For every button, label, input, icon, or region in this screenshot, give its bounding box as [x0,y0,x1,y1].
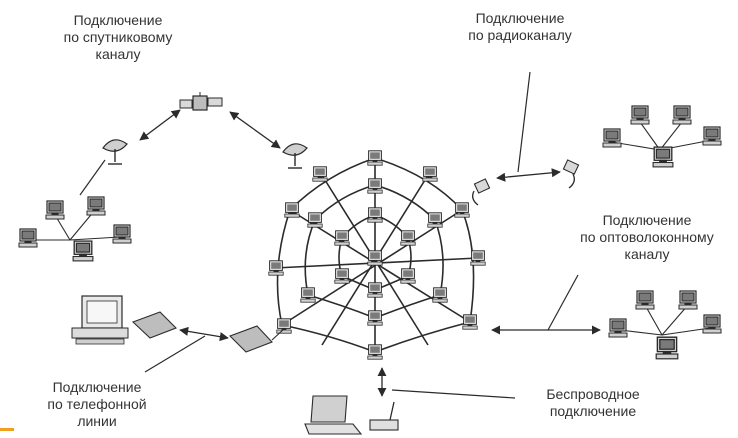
label-radio-connection: Подключение по радиоканалу [440,10,600,44]
computer-icon [630,105,650,125]
computer-icon [18,228,38,248]
link-arrow [391,389,516,399]
computer-icon [655,336,679,360]
computer-icon [45,200,65,220]
lan-cable [69,236,121,241]
satellite-dish-icon [102,139,128,165]
lan-cable [661,304,689,336]
lan-cable [639,121,661,151]
label-line: Подключение [52,379,142,395]
computer-icon [71,295,129,345]
satellite-link [79,92,308,196]
slide-accent-bar [0,428,14,431]
computer-icon [602,128,622,148]
satellite-icon [179,92,223,111]
web-spoke [289,209,471,323]
label-line: каналу [624,246,670,262]
computer-icon [672,105,692,125]
web-nodes [268,150,486,360]
label-wireless-connection: Беспроводное подключение [518,386,668,420]
computer-icon [470,250,486,266]
label-line: по радиоканалу [468,27,572,43]
lan-cluster-radio [602,105,722,168]
label-line: Подключение [475,10,565,26]
computer-icon [334,230,350,246]
modem-icon [131,311,273,353]
phone-link [71,295,286,373]
label-line: линии [77,413,117,429]
radio-tower-icon [472,178,491,206]
label-satellite-connection: Подключение по спутниковому каналу [38,12,198,63]
computer-icon [268,260,284,276]
satellite-dish-icon [282,143,308,169]
label-line: по оптоволоконному [580,229,714,245]
label-line: по телефонной [47,396,147,412]
label-fiber-connection: Подключение по оптоволоконному каналу [562,212,732,263]
label-line: Подключение [602,212,692,228]
computer-icon [608,318,628,338]
access-point-icon [369,401,399,431]
computer-icon [334,268,350,284]
computer-icon [422,166,438,182]
computer-icon [462,314,478,330]
laptop-icon [304,395,363,435]
lan-cable [644,304,663,336]
computer-icon [367,178,383,194]
lan-cable [661,327,711,336]
computer-icon [367,344,383,360]
label-line: Беспроводное [546,386,640,402]
computer-icon [276,318,292,334]
label-line: подключение [549,403,637,419]
lan-cable [659,121,683,151]
computer-icon [454,202,470,218]
computer-icon [427,212,443,228]
computer-icon [300,287,316,303]
computer-icon [652,146,674,168]
link-arrow [139,109,181,141]
link-arrow [229,111,281,149]
link-arrow [79,159,106,196]
link-arrow [179,326,229,342]
computer-icon [312,166,328,182]
radio-tower-icon [562,159,580,189]
label-line: каналу [95,46,141,62]
computer-icon [367,150,383,166]
computer-icon [400,230,416,246]
computer-icon [367,207,383,223]
computer-icon [702,126,722,146]
computer-icon [86,196,106,216]
computer-icon [112,224,132,244]
link-cable [271,327,286,341]
computer-icon [72,240,94,262]
label-phone-connection: Подключение по телефонной линии [22,379,172,430]
computer-icon [367,250,383,266]
computer-icon [432,287,448,303]
computer-icon [307,212,323,228]
web-spoke [281,209,463,326]
computer-icon [367,310,383,326]
computer-icon [702,314,722,334]
computer-icon [367,282,383,298]
link-arrow [517,71,531,173]
computer-icon [635,290,655,310]
computer-icon [678,290,698,310]
wireless-link [304,367,516,435]
link-arrow [144,335,206,373]
fiber-link [491,274,601,335]
link-arrow [496,168,561,182]
label-line: по спутниковому [63,29,173,45]
lan-cable [619,329,663,336]
lan-cluster-satellite [18,196,132,262]
link-arrow [547,274,579,331]
computer-icon [400,268,416,284]
radio-link [472,71,580,206]
lan-cluster-fiber [608,290,722,360]
label-line: Подключение [73,12,163,28]
computer-icon [284,202,300,218]
